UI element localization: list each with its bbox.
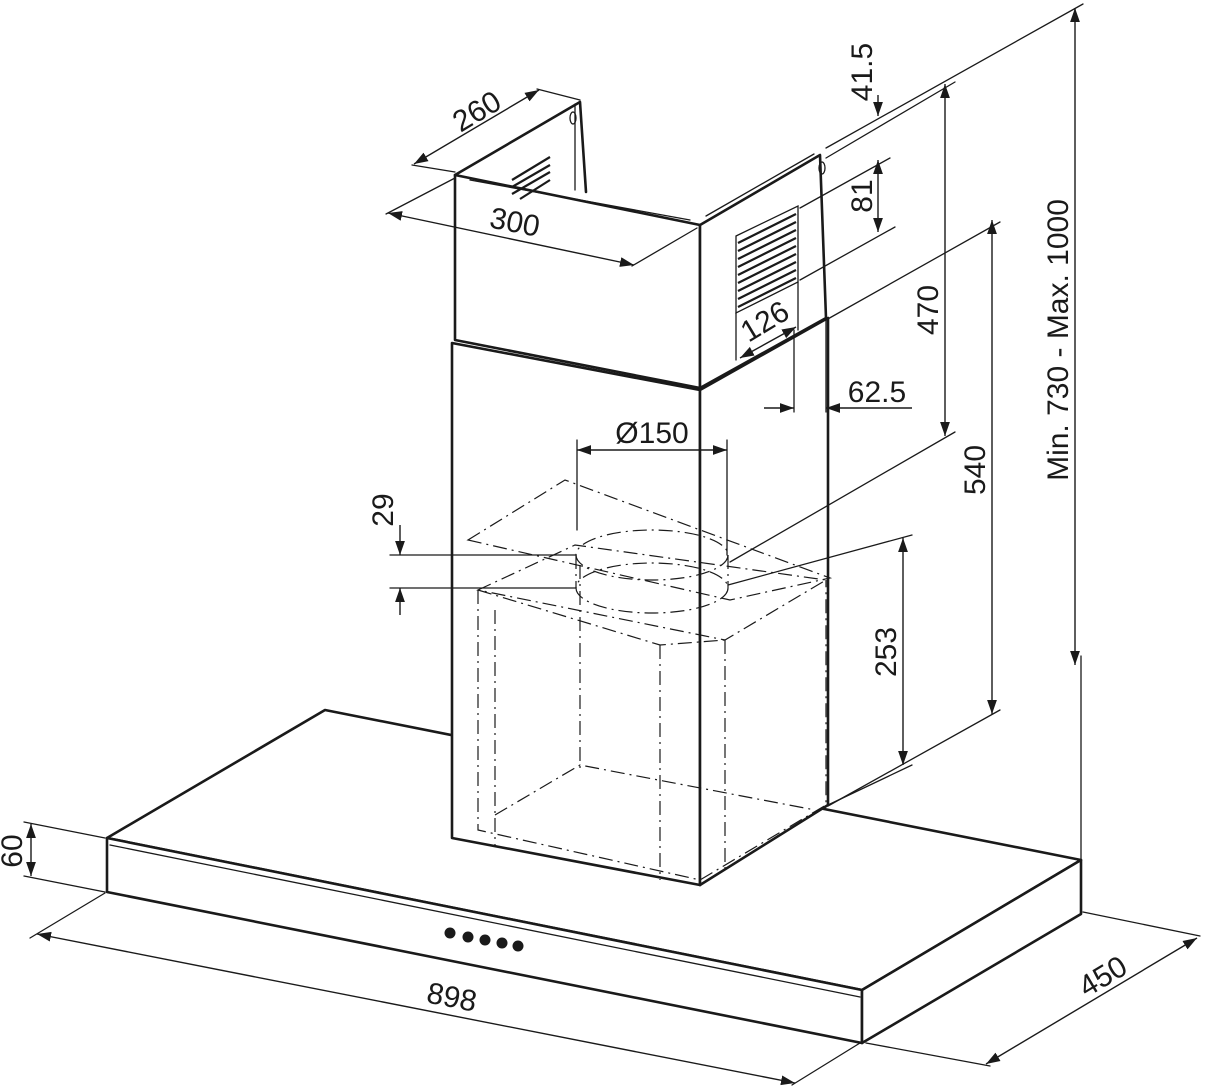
total-height-label: Min. 730 - Max. 1000 (1042, 199, 1075, 481)
dimension-upper-height: 470 (729, 81, 1001, 563)
body-height-label: 60 (0, 834, 29, 867)
control-button (479, 934, 491, 946)
upper-chimney (453, 100, 828, 390)
dimension-top-offsets: 41.5 81 (799, 3, 1084, 281)
dimension-inner-height: 253 (727, 534, 913, 806)
control-button (444, 927, 456, 939)
upper-chimney-side-rail (705, 153, 815, 217)
dimension-side-offset: 62.5 (764, 319, 912, 413)
ventilation-grille-side (735, 204, 799, 315)
depth-label: 450 (1073, 950, 1133, 1004)
mounting-hole (818, 161, 826, 175)
control-button (496, 937, 508, 949)
ventilation-grille-back (511, 156, 551, 200)
dimension-width: 898 (29, 892, 861, 1086)
upper-height-label: 470 (912, 285, 945, 335)
inner-height-label: 253 (870, 627, 903, 677)
dimension-duct-diameter: Ø150 (576, 417, 728, 556)
side-offset-label: 62.5 (848, 376, 906, 409)
hidden-motor-housing (466, 479, 833, 881)
dimension-chimney-depth: 260 (411, 85, 581, 173)
grille-offset-label: 81 (846, 179, 879, 212)
mounting-hole (569, 111, 577, 125)
control-button (512, 940, 524, 952)
dimension-duct-offset: 29 (367, 493, 577, 615)
lower-chimney-side (698, 316, 830, 887)
dimension-middle-height: 540 (827, 220, 1001, 807)
dimension-body-height: 60 (0, 821, 106, 893)
control-button (462, 931, 474, 943)
duct-offset-label: 29 (367, 493, 400, 526)
dimension-total-height: Min. 730 - Max. 1000 (1042, 7, 1082, 861)
lower-chimney (450, 316, 830, 887)
canopy-side-face (860, 858, 1083, 1045)
chimney-depth-label: 260 (447, 85, 507, 139)
upper-chimney-top-rail (469, 179, 691, 221)
top-offset-label: 41.5 (846, 43, 879, 101)
duct-diameter-label: Ø150 (615, 417, 688, 450)
middle-height-label: 540 (959, 445, 992, 495)
